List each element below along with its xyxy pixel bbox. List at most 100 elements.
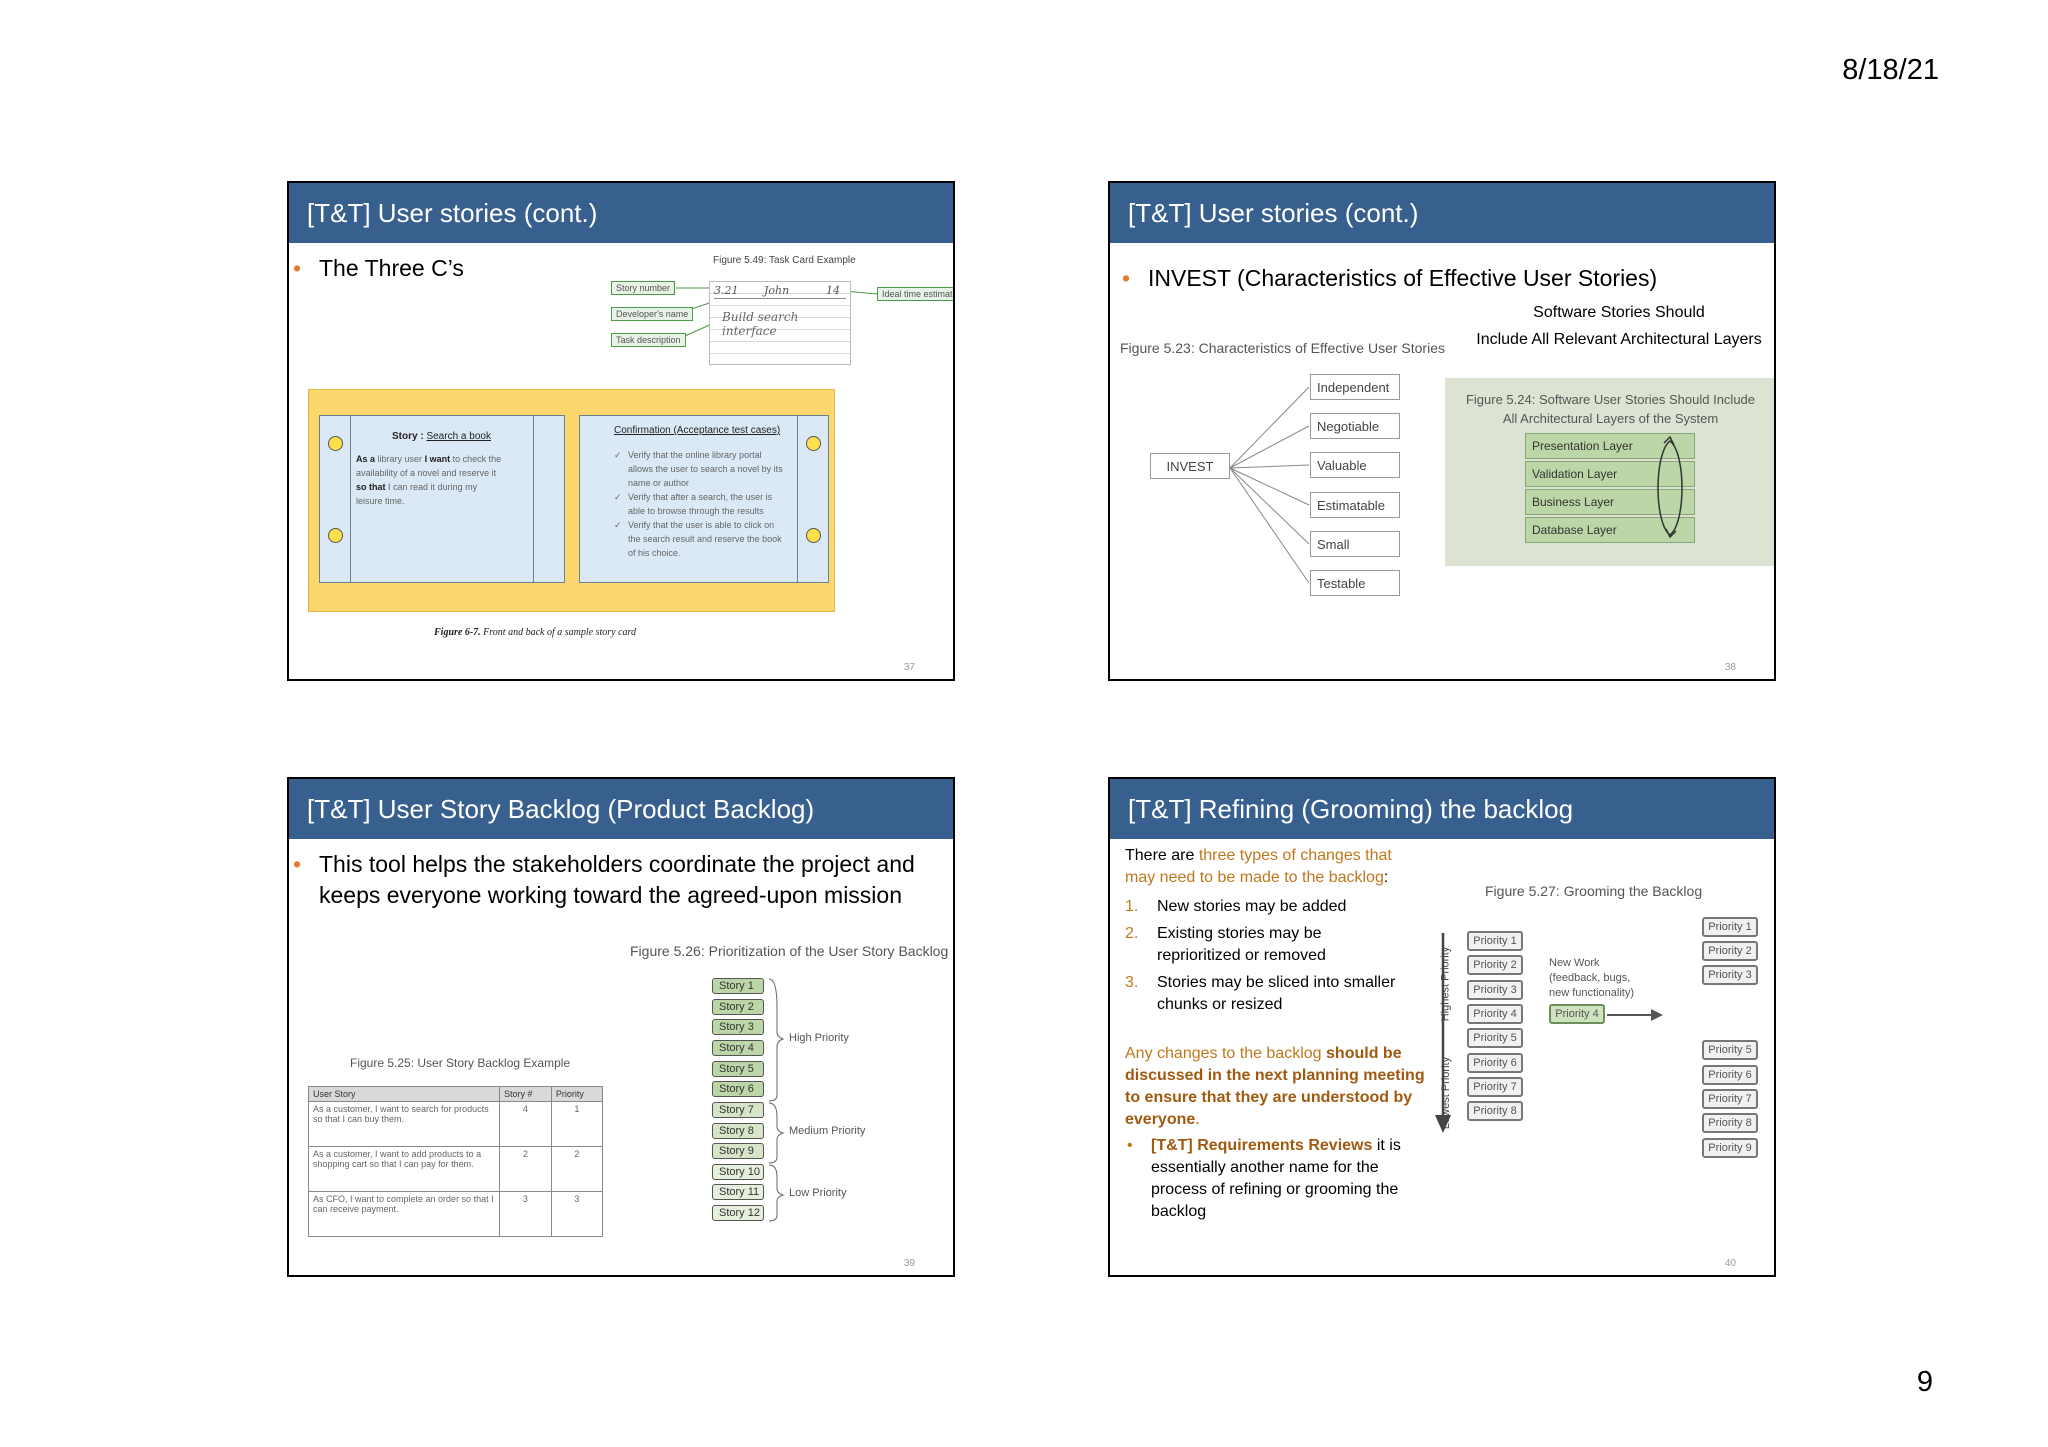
table-cell: 1 [550,1101,604,1147]
change-num: 3. [1125,974,1139,991]
invest-trait: Independent [1310,374,1400,400]
side-note-line: Include All Relevant Architectural Layer… [1476,331,1762,348]
table-header-row: User Story Story # Priority [308,1086,604,1102]
layer-item: Business Layer [1525,489,1695,515]
bullet-three-cs: • The Three C’s [293,253,464,284]
priority-item: Priority 3 [1702,965,1758,985]
story-item: Story 9 [712,1143,764,1159]
story-card-back: Confirmation (Acceptance test cases) ✓Ve… [579,415,829,583]
group-label: High Priority [789,1032,849,1044]
story-item: Story 3 [712,1019,764,1035]
note-bold: everyone [1125,1111,1196,1128]
slide-number: 37 [903,662,915,673]
story-item: Story 6 [712,1081,764,1097]
confirmation-item: ✓Verify that after a search, the user is… [614,490,789,518]
story-kw: so that [356,482,386,492]
story-item: Story 11 [712,1184,764,1200]
caption-text: Front and back of a sample story card [483,627,637,638]
slide-number: 40 [1724,1258,1736,1269]
card-hole-icon [806,528,821,543]
confirmation-item: ✓Verify that the user is able to click o… [614,518,789,560]
story-item: Story 8 [712,1123,764,1139]
check-icon: ✓ [614,492,622,502]
table-cell: As CFO, I want to complete an order so t… [308,1191,500,1237]
table-cell: 3 [550,1191,604,1237]
priority-item: Priority 9 [1702,1138,1758,1158]
priority-item: Priority 5 [1467,1028,1523,1048]
story-item: Story 12 [712,1205,764,1221]
intro-seg: : [1383,869,1389,886]
insert-arrow-icon [1607,1009,1663,1021]
figure-title-invest: Figure 5.23: Characteristics of Effectiv… [1120,340,1445,356]
note-seg: Any changes to the backlog [1125,1045,1322,1062]
confirmation-item: ✓Verify that the online library portal a… [614,448,789,490]
story-seg: I can read it during my [388,482,478,492]
layers-title-line: Figure 5.24: Software User Stories Shoul… [1465,392,1756,407]
task-desc-line: interface [722,324,777,338]
story-item: Story 5 [712,1061,764,1077]
slide-37: [T&T] User stories (cont.) • The Three C… [287,181,955,681]
table-cell: As a customer, I want to search for prod… [308,1101,500,1147]
priority-item: Priority 4 [1467,1004,1523,1024]
card-body [350,416,534,582]
priority-item: Priority 5 [1702,1040,1758,1060]
table-header: Priority [550,1086,604,1102]
story-seg: to check the [452,454,502,464]
slide-38: [T&T] User stories (cont.) • INVEST (Cha… [1108,181,1776,681]
bullet-dot-icon: • [293,255,302,281]
bullet-text: This tool helps the stakeholders coordin… [319,851,915,908]
change-item: 2.Existing stories may be reprioritized … [1125,923,1326,967]
priority-item: Priority 2 [1702,941,1758,961]
table-cell: 2 [550,1146,604,1192]
task-card-description: Build search interface [722,310,798,338]
layer-item: Presentation Layer [1525,433,1695,459]
bullet-text: The Three C’s [319,255,464,281]
bullet-dot-icon: • [1122,265,1131,291]
card-hole-icon [328,436,343,451]
invest-root: INVEST [1150,453,1230,479]
task-estimate: 14 [826,284,840,297]
change-text: Existing stories may be [1157,925,1322,942]
tag-developer-name: Developer's name [611,307,694,321]
footer-page-number: 9 [1916,1366,1933,1398]
priority-item: Priority 7 [1467,1077,1523,1097]
note-seg: . [1195,1111,1200,1128]
priority-item: Priority 2 [1467,955,1523,975]
cycle-arrow-icon [1657,435,1683,539]
new-priority-item: Priority 4 [1549,1004,1605,1024]
story-item: Story 1 [712,978,764,994]
reviews-seg: it is [1376,1137,1401,1154]
story-item: Story 7 [712,1102,764,1118]
backlog-table: User Story Story # Priority As a custome… [308,1086,604,1237]
table-row: As CFO, I want to complete an order so t… [308,1191,604,1237]
task-desc-line: Build search [722,310,799,324]
invest-trait: Testable [1310,570,1400,596]
highest-priority-label: Highest Priority [1439,946,1452,1022]
story-item: Story 2 [712,999,764,1015]
new-work-line: new functionality) [1549,987,1634,999]
layers-title-line: All Architectural Layers of the System [1502,411,1719,426]
new-work-line: (feedback, bugs, [1549,972,1631,984]
bullet-dot-icon: • [1127,1137,1133,1154]
reviews-seg: backlog [1151,1203,1207,1220]
slide-number: 38 [1724,662,1736,673]
card-hole-icon [328,528,343,543]
story-title-text: Search a book [426,431,491,442]
card-body [580,416,798,582]
invest-trait: Valuable [1310,452,1400,478]
side-note-line: Software Stories Should [1533,304,1705,321]
story-item: Story 4 [712,1040,764,1056]
confirmation-item-text: Verify that the online library portal al… [628,450,783,488]
priority-braces [768,978,785,1222]
change-text: reprioritized or removed [1157,947,1326,964]
check-icon: ✓ [614,520,622,530]
change-text: Stories may be sliced into smaller [1157,974,1396,991]
lowest-priority-label: Lowest Priority [1440,1056,1453,1130]
figure-caption: Figure 6-7. Front and back of a sample s… [434,627,636,638]
table-cell: 4 [499,1101,552,1147]
priority-item: Priority 1 [1702,917,1758,937]
table-cell: As a customer, I want to add products to… [308,1146,500,1192]
priority-arrow-icon [1435,933,1451,1133]
tag-ideal-time-estimate: Ideal time estimate [877,287,953,301]
caption-label: Figure 6-7. [434,627,481,638]
